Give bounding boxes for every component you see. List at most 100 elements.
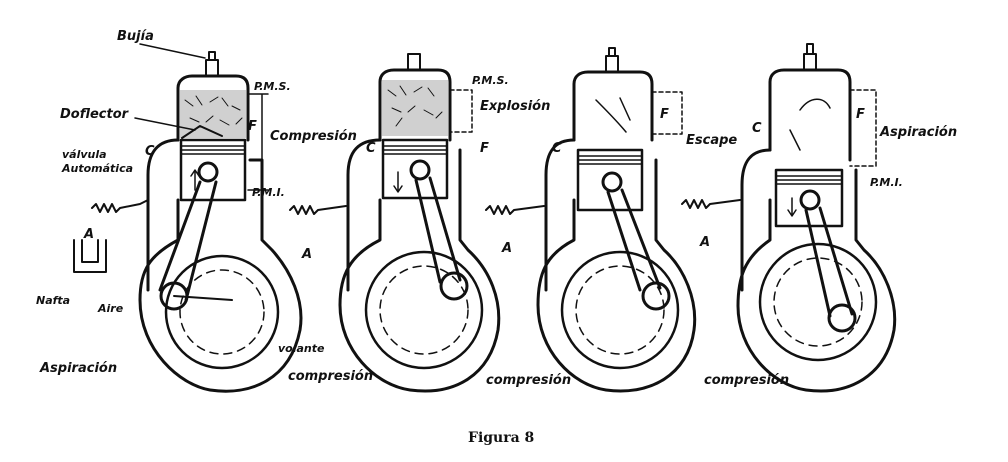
aspiration-bracket-4 [849, 89, 877, 167]
connecting-rod-2 [414, 176, 462, 284]
piston-3 [576, 148, 644, 212]
crankcase-4 [736, 168, 897, 393]
label-c-2: C [366, 141, 376, 156]
label-valvula: válvula [62, 148, 107, 161]
engine-3: F Escape C A compresión [485, 47, 737, 393]
label-aspiracion-1: Aspiración [39, 361, 117, 376]
label-f-2: F [480, 141, 489, 156]
transfer-passage-2 [346, 138, 382, 292]
label-escape: Escape [686, 133, 737, 148]
leader-bujia [139, 43, 206, 59]
piston-rings-2 [382, 145, 448, 155]
transfer-passage-1 [146, 138, 180, 292]
label-pmi-4: P.M.I. [870, 176, 903, 189]
transfer-passage-4 [740, 148, 772, 292]
piston-up-arrow-1 [190, 169, 200, 191]
spark-plug-4 [803, 43, 817, 71]
piston-rings-4 [775, 175, 843, 185]
flywheel-3 [560, 250, 680, 370]
escape-bracket-3 [651, 91, 683, 135]
engine-1: Bujía P.M.S. Doflector F Compresión C vá… [36, 29, 357, 393]
piston-down-arrow-4 [787, 197, 797, 217]
flywheel-1 [164, 254, 280, 370]
flywheel-2 [364, 250, 484, 370]
crank-arm-1 [173, 295, 233, 301]
label-deflector: Doflector [60, 107, 130, 122]
crank-pin-2 [439, 271, 469, 301]
leader-deflector [134, 117, 196, 131]
label-bujia: Bujía [117, 29, 154, 44]
cylinder-head-4 [768, 68, 852, 162]
piston-rings-3 [577, 155, 643, 165]
spark-plug-1 [205, 51, 219, 77]
piston-2 [381, 138, 449, 200]
valve-spring-2 [289, 205, 347, 215]
label-automatica: Automática [61, 162, 133, 175]
engine-2: P.M.S. Explosión C F A compresión [288, 53, 550, 393]
piston-pin-1 [197, 161, 219, 183]
deflector-1 [181, 125, 223, 139]
label-compresion-3: compresión [486, 373, 571, 388]
flywheel-inner-3 [575, 265, 665, 355]
transfer-passage-3 [544, 138, 576, 292]
label-f-4: F [856, 107, 865, 122]
engine-4: F C Aspiración P.M.I. A compresión [681, 43, 957, 393]
connecting-rod-3 [606, 188, 662, 292]
cylinder-head-2 [378, 68, 452, 142]
label-a-1: A [83, 227, 94, 242]
crankcase-3 [536, 158, 697, 393]
label-compresion-top: Compresión [270, 129, 357, 144]
valve-spring-3 [485, 205, 545, 215]
label-nafta: Nafta [36, 294, 70, 307]
gas-hatching-1 [184, 95, 243, 126]
gas-hatching-2 [387, 85, 443, 127]
label-pmi-1: P.M.I. [252, 186, 285, 199]
piston-down-arrow-2 [393, 171, 403, 193]
crank-pin-4 [827, 303, 857, 333]
label-f-1: F [248, 119, 257, 134]
label-aire: Aire [97, 302, 124, 315]
piston-pin-4 [799, 189, 821, 211]
label-compresion-2: compresión [288, 369, 373, 384]
figure-caption: Figura 8 [468, 430, 534, 446]
valve-spring-1 [91, 199, 149, 213]
compressed-gas-1 [180, 90, 246, 138]
explosion-bracket-2 [449, 89, 473, 133]
piston-1 [179, 138, 247, 202]
label-pms-1: P.M.S. [254, 80, 291, 93]
label-pms-2: P.M.S. [472, 74, 509, 87]
crank-pin-3 [641, 281, 671, 311]
label-a-2: A [301, 247, 312, 262]
label-a-3: A [501, 241, 512, 256]
cylinder-head-3 [572, 70, 654, 142]
connecting-rod-1 [158, 180, 218, 302]
label-aspiracion-4: Aspiración [879, 125, 957, 140]
label-c-4: C [752, 121, 762, 136]
label-volante: volante [278, 342, 325, 355]
intake-flow-4 [789, 98, 831, 151]
label-a-4: A [699, 235, 710, 250]
stroke-dimension-1 [247, 93, 269, 191]
label-compresion-4: compresión [704, 373, 789, 388]
exhaust-flow-3 [595, 97, 631, 133]
crankcase-2 [338, 148, 501, 393]
label-c-1: C [145, 144, 155, 159]
connecting-rod-4 [804, 206, 854, 318]
spark-plug-3 [605, 47, 619, 73]
flywheel-4 [758, 242, 878, 362]
spark-plug-2 [407, 53, 421, 71]
piston-pin-2 [409, 159, 431, 181]
label-f-3: F [660, 107, 669, 122]
piston-pin-3 [601, 171, 623, 193]
flywheel-inner-1 [179, 269, 265, 355]
carburettor-1 [73, 239, 107, 273]
piston-rings-1 [180, 145, 246, 155]
crankcase-1 [138, 158, 303, 393]
valve-spring-4 [681, 199, 741, 209]
label-c-3: C [552, 141, 562, 156]
flywheel-inner-4 [773, 257, 863, 347]
flywheel-inner-2 [379, 265, 469, 355]
label-explosion: Explosión [480, 99, 550, 114]
